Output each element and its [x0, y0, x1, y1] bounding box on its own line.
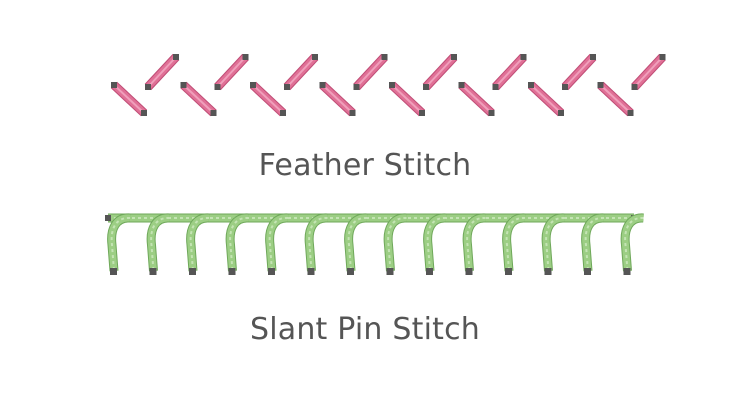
slant-pin-hook: [423, 213, 447, 275]
slant-pin-hook: [146, 213, 170, 275]
feather-stitch-up: [561, 53, 597, 91]
feather-stitch-up: [283, 53, 319, 91]
slant-pin-hook: [383, 213, 407, 275]
feather-stitch-up: [353, 53, 388, 91]
feather-stitch-down: [458, 81, 495, 117]
feather-stitch-up: [214, 53, 249, 91]
feather-stitch-caption: Feather Stitch: [258, 148, 472, 183]
feather-stitch-down: [597, 81, 634, 117]
slant-pin-stitch-caption: Slant Pin Stitch: [249, 312, 480, 347]
feather-stitch-down: [527, 81, 565, 117]
feather-stitch-down: [249, 81, 287, 117]
slant-pin-hook: [620, 213, 644, 275]
slant-pin-hook: [304, 213, 328, 275]
slant-pin-hook: [581, 213, 605, 275]
feather-stitch-down: [319, 81, 356, 117]
feather-stitch-down: [110, 81, 148, 117]
feather-stitch-up: [492, 53, 527, 91]
feather-stitch-graphic: [110, 53, 666, 117]
feather-stitch-up: [144, 53, 180, 91]
slant-pin-hook: [265, 213, 289, 275]
slant-pin-hook: [186, 213, 210, 275]
slant-pin-hook: [107, 213, 131, 275]
slant-pin-stitch-graphic: [105, 213, 644, 275]
feather-stitch-down: [388, 81, 426, 117]
slant-pin-hook: [225, 213, 249, 275]
slant-pin-hook: [502, 213, 526, 275]
slant-pin-hook: [541, 213, 565, 275]
feather-stitch-down: [180, 81, 217, 117]
slant-pin-hook: [462, 213, 486, 275]
slant-pin-hook: [344, 213, 368, 275]
feather-stitch-up: [422, 53, 458, 91]
feather-stitch-up: [631, 53, 666, 91]
